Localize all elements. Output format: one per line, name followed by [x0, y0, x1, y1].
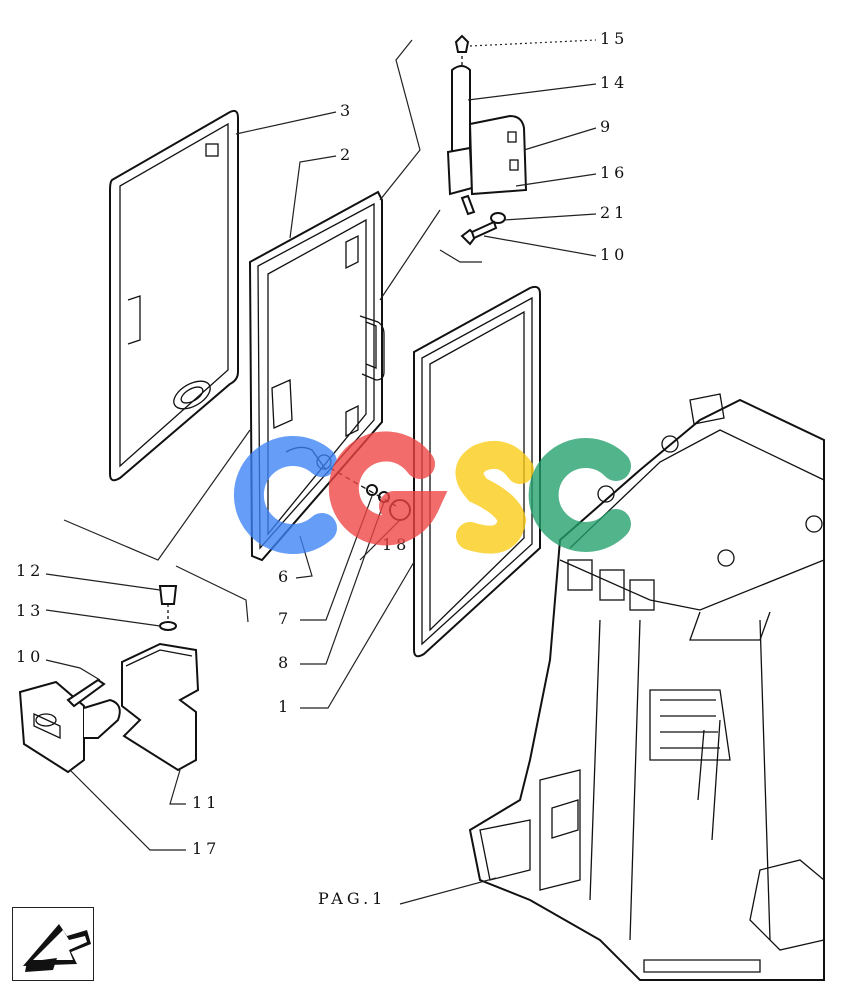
callout-11: 11: [192, 793, 220, 812]
hinge-assembly: [446, 34, 528, 246]
callout-21: 21: [600, 203, 628, 222]
watermark-logo: [233, 431, 631, 554]
callout-15: 15: [600, 29, 628, 48]
callout-6: 6: [278, 567, 292, 586]
part-3-panel: [109, 109, 239, 482]
latch-assembly: [18, 585, 200, 774]
arrow-back-icon: [23, 924, 91, 972]
callout-7: 7: [278, 609, 292, 628]
callout-17: 17: [192, 839, 220, 858]
watermark-letter-c1: [233, 436, 337, 554]
callout-1: 1: [278, 697, 292, 716]
callout-9: 9: [600, 117, 614, 136]
callout-3: 3: [340, 101, 354, 120]
callout-16: 16: [600, 163, 628, 182]
callout-13: 13: [16, 601, 44, 620]
callout-10: 10: [600, 245, 628, 264]
callout-12: 12: [16, 561, 44, 580]
leader-lines: [45, 39, 597, 905]
watermark-letter-s: [455, 441, 534, 554]
tractor-cab: [468, 393, 825, 981]
callout-14: 14: [600, 73, 628, 92]
callout-2: 2: [340, 145, 354, 164]
watermark-letter-g: [328, 431, 448, 546]
page-reference[interactable]: PAG.1: [318, 889, 386, 908]
back-button[interactable]: [12, 907, 94, 981]
watermark-letter-c2: [528, 438, 631, 552]
callout-8: 8: [278, 653, 292, 672]
callout-10b: 10: [16, 647, 44, 666]
callout-labels: 15 14 9 16 21 10 3 2 6 7 8 18 1 12 13 10…: [16, 29, 628, 908]
